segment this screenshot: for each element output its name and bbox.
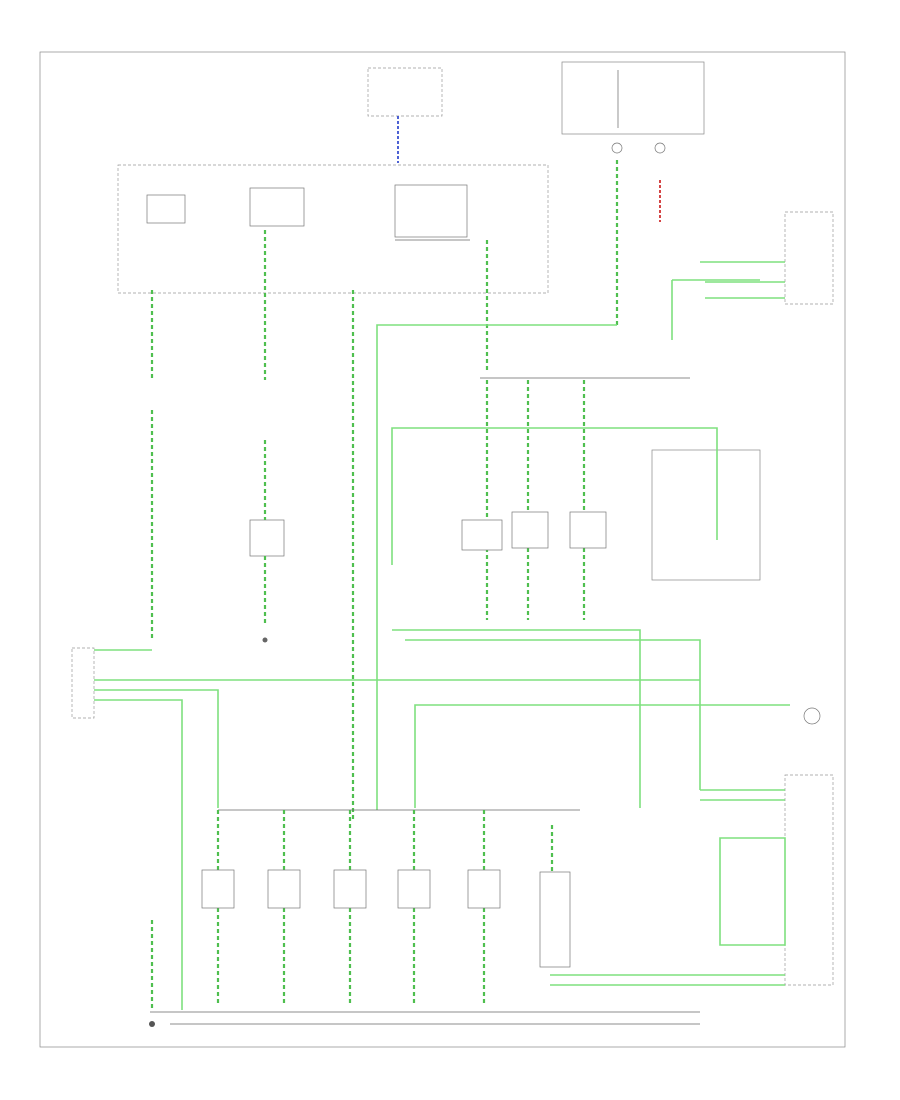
lamp-2: [267, 869, 301, 909]
component-mid-1: [461, 519, 503, 551]
mid-loop: [391, 427, 718, 565]
left-connector: [71, 647, 95, 719]
lamp-3: [333, 869, 367, 909]
mid-relay-box: [651, 449, 761, 581]
relay-center: [249, 187, 305, 227]
lamp-4: [397, 869, 431, 909]
right-lower-w3: [719, 837, 786, 946]
component-mid-2: [511, 511, 549, 549]
lamp-5: [467, 869, 501, 909]
wire-cross-1: [376, 324, 617, 810]
left-wire-c: [94, 689, 219, 808]
wire-h-3: [405, 639, 701, 790]
switch-symbol: [803, 707, 821, 725]
right-connector: [784, 211, 834, 305]
fuse-box-top: [367, 67, 443, 117]
relay-left: [146, 194, 186, 224]
left-wire-d: [94, 699, 183, 1010]
upper-module-box: [117, 164, 549, 294]
ground-symbol: [149, 1021, 155, 1027]
left-ground: [262, 637, 268, 643]
wire-h-1: [414, 704, 790, 808]
switch-module: [539, 871, 571, 968]
connector-top-1: [611, 142, 623, 154]
top-right-module: [561, 61, 705, 135]
component-mid-3: [569, 511, 607, 549]
diagram-border: [39, 51, 846, 1048]
connector-top-2: [654, 142, 666, 154]
lamp-1: [201, 869, 235, 909]
relay-right-coil: [394, 184, 468, 238]
right-lower-connector: [784, 774, 834, 986]
wire-h-2: [392, 629, 641, 808]
left-switch-box: [249, 519, 285, 557]
